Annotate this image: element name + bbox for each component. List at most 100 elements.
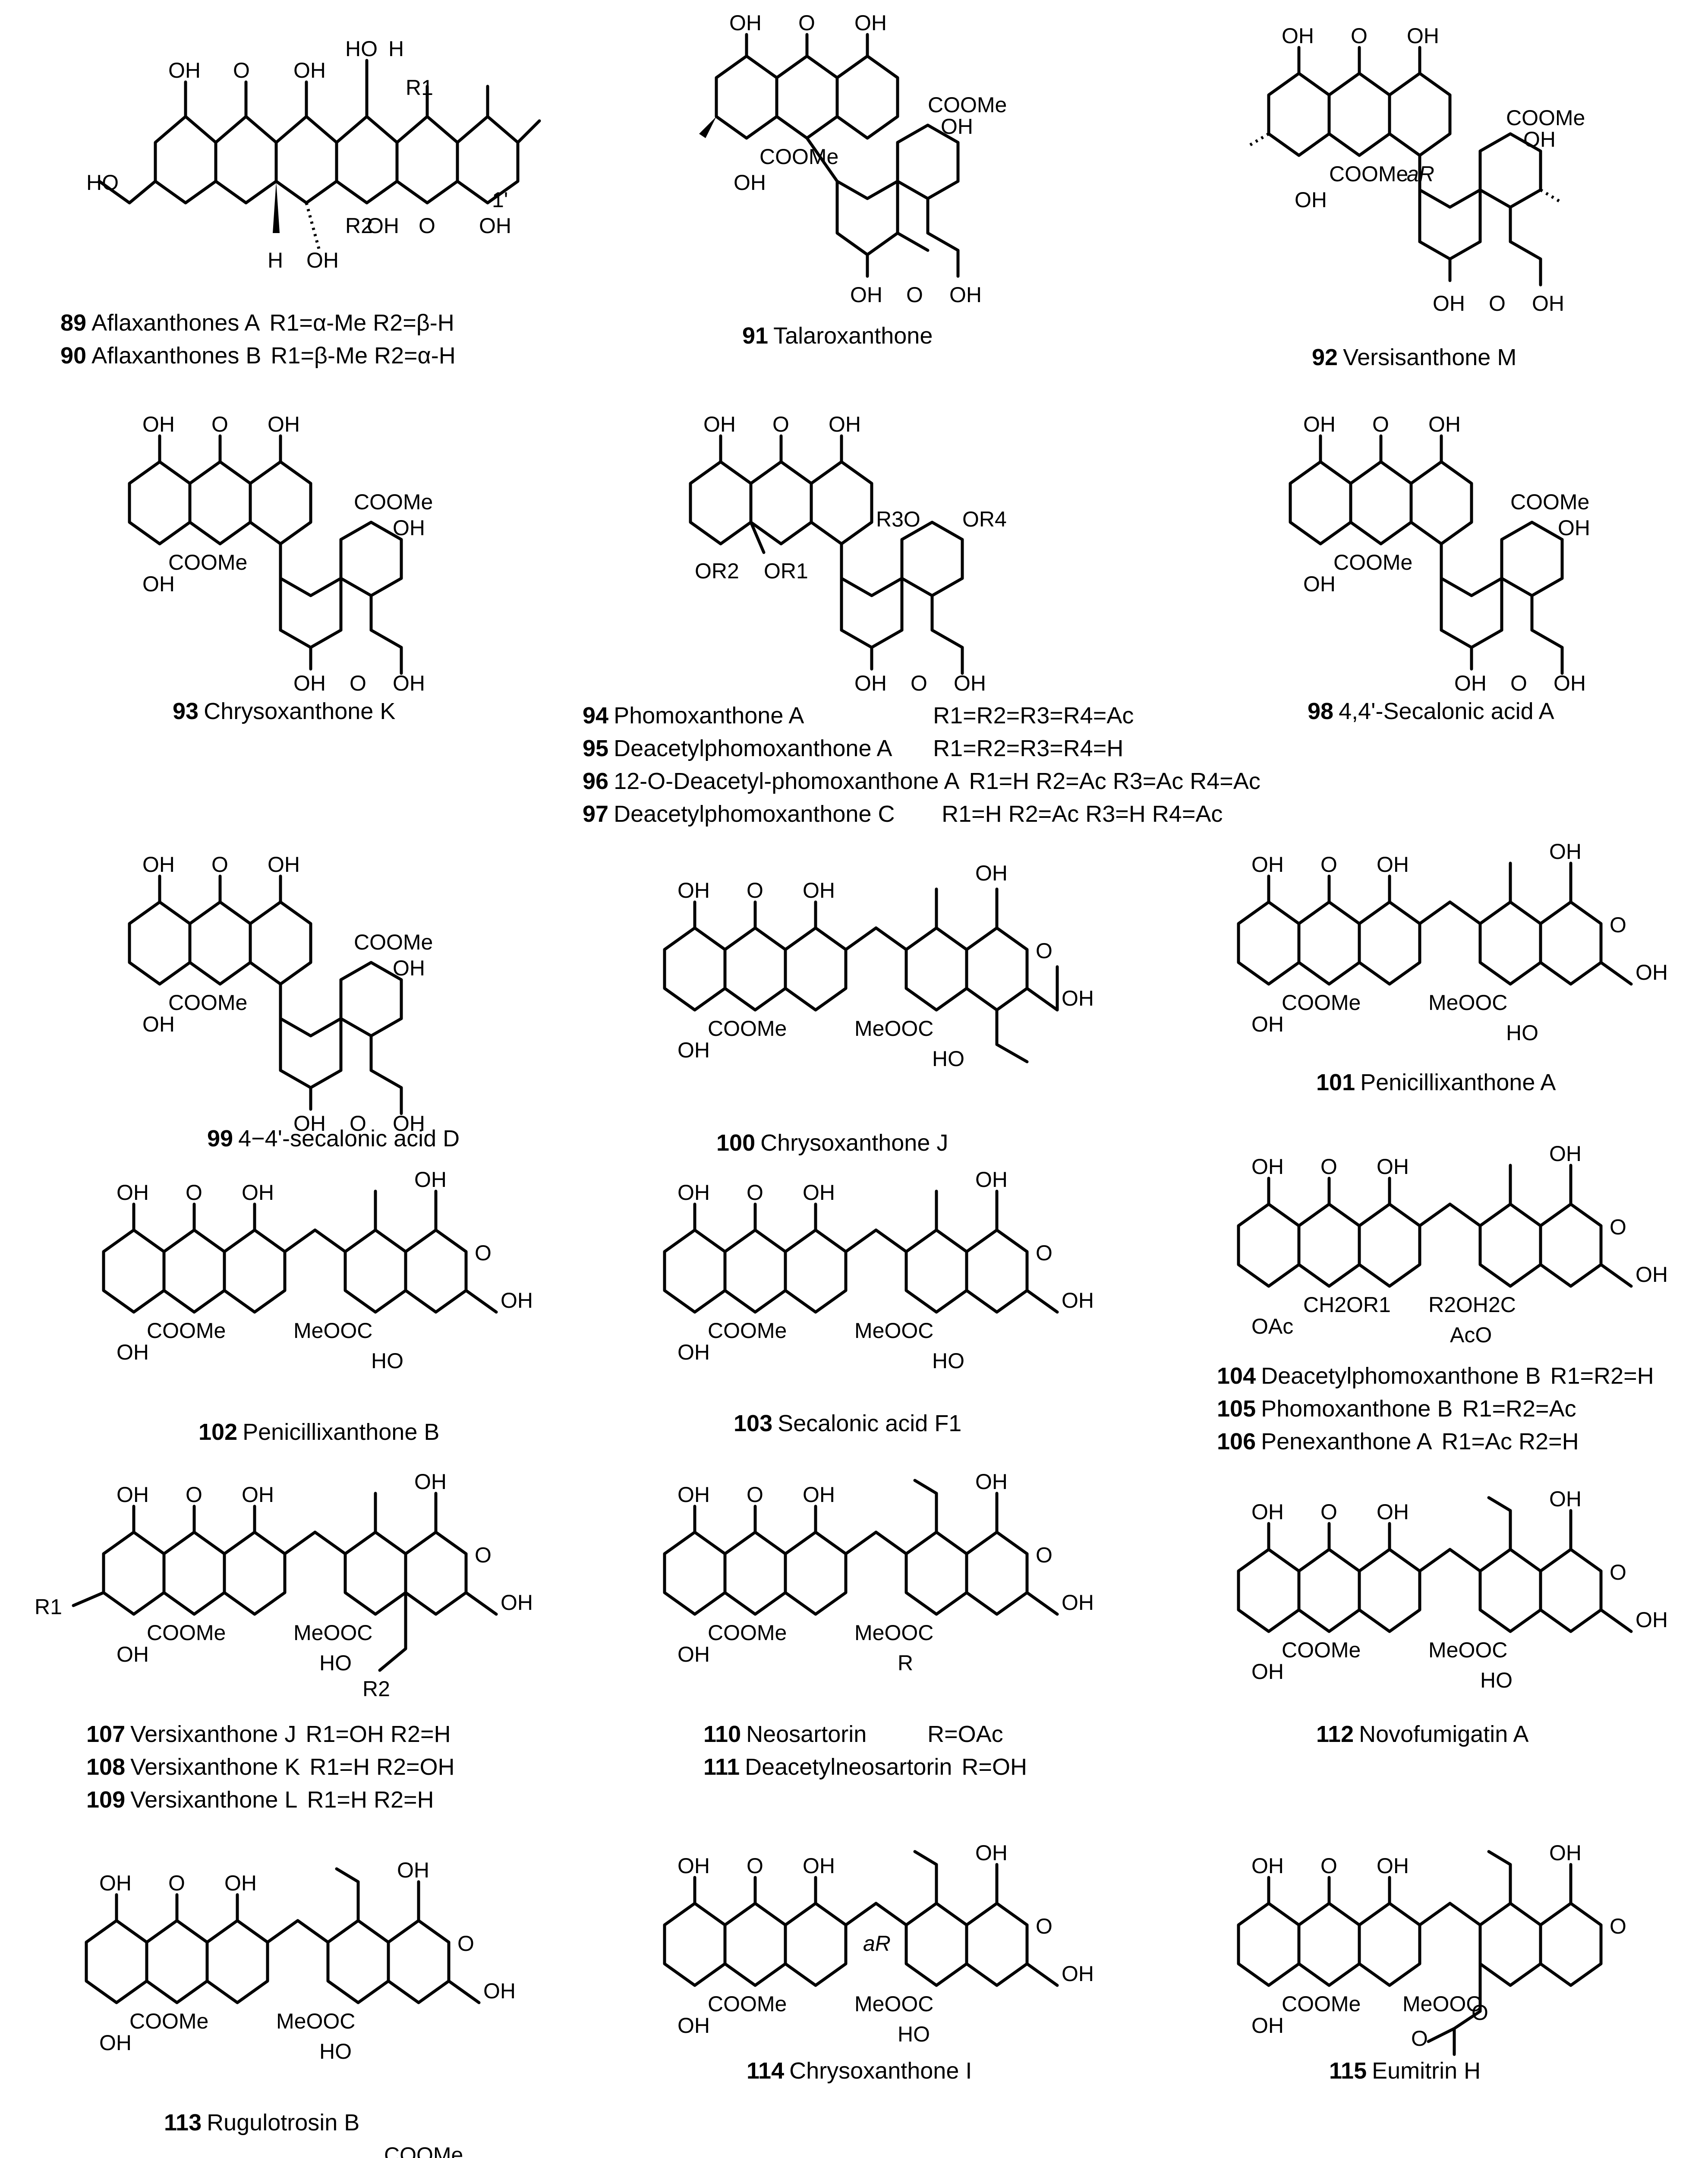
atom-label-meooc: MeOOC [854,1016,933,1041]
atom-label-o: O [233,58,250,82]
atom-label-oh: OH [393,671,425,695]
atom-label-oh: OH [678,1854,710,1878]
atom-label-oh: OH [393,956,425,980]
atom-label-o: O [1320,852,1337,877]
atom-label-o: O [1489,291,1506,315]
atom-label-oh: OH [1251,852,1284,877]
atom-label-oh: OH [483,1979,516,2003]
atom-label-o: O [772,412,789,436]
atom-label-o: O [419,214,435,238]
atom-label-oh: OH [168,58,201,82]
atom-label-meooc: MeOOC [276,2009,355,2033]
atom-label-oh: OH [1251,2013,1284,2038]
chemical-structure-113: OH O OH OH O OH COOMe OH MeOOC HO [26,1856,587,2115]
atom-label-o: O [1036,939,1053,963]
atom-label-r3o: R3O [876,507,920,531]
atom-label-o: O [168,1871,185,1895]
atom-label-oac: OAc [1251,1314,1293,1338]
atom-label-oh: OH [975,1841,1008,1865]
chemical-structure-103: OH O OH OH O OH COOMe OH MeOOC HO [604,1165,1165,1424]
atom-label-coome: COOMe [147,1621,226,1645]
atom-label-aco: AcO [1450,1323,1492,1347]
atom-label-ar: aR [1407,162,1434,186]
atom-label-ar: aR [863,1931,891,1956]
atom-label-oh: OH [1062,986,1094,1010]
atom-label-oh: OH [224,1871,257,1895]
atom-label-oh: OH [803,1483,835,1507]
atom-label-oh: OH [501,1590,533,1615]
atom-label-oh: OH [678,1038,710,1062]
atom-label-oh: OH [678,1483,710,1507]
atom-label-oh: OH [678,1180,710,1205]
atom-label-oh: OH [367,214,399,238]
atom-label-oh: OH [678,1642,710,1666]
atom-label-coome: COOMe [384,2143,463,2158]
atom-label-ho: HO [1480,1668,1513,1692]
atom-label-ho: HO [86,170,119,195]
atom-label-meooc: MeOOC [1428,1638,1507,1662]
atom-label-ho: HO [932,1047,964,1071]
atom-label-1prime: 1' [492,188,508,212]
atom-label-o: O [475,1543,492,1567]
atom-label-coome: COOMe [1506,106,1585,130]
atom-label-oh: OH [803,878,835,902]
atom-label-o: O [747,878,763,902]
atom-label-oh: OH [117,1483,149,1507]
atom-label-oh: OH [142,572,175,596]
atom-label-coome: COOMe [1282,1638,1361,1662]
atom-label-oh: OH [1549,1487,1582,1511]
atom-label-coome: COOMe [1282,991,1361,1015]
atom-label-r2: R2 [362,1677,390,1701]
chemical-structure-98: OH O OH COOMe OH COOMe OH OH O OH [1230,397,1705,695]
atom-label-o: O [1351,24,1368,48]
atom-label-o: O [1411,2026,1428,2051]
chemical-structure-110-111: OH O OH OH O OH COOMe OH MeOOC R [604,1467,1165,1726]
atom-label-oh: OH [1251,1854,1284,1878]
atom-label-o: O [747,1483,763,1507]
atom-label-meooc: MeOOC [854,1319,933,1343]
atom-label-oh: OH [1636,1262,1668,1287]
atom-label-r2oh2c: R2OH2C [1428,1293,1516,1317]
atom-label-oh: OH [734,170,766,195]
atom-label-oh: OH [1251,1155,1284,1179]
atom-label-o: O [1320,1155,1337,1179]
atom-label-coome: COOMe [354,490,433,514]
atom-label-coome: COOMe [759,145,838,169]
atom-label-oh: OH [1377,1500,1409,1524]
atom-label-o: O [186,1180,202,1205]
chemical-structure-94-97: OH O OH OR2 OR1 R3O OR4 OH O OH [583,397,1187,695]
atom-label-o: O [211,852,228,877]
atom-label-oh: OH [678,878,710,902]
atom-label-coome: COOMe [708,1992,787,2016]
atom-label-oh: OH [1636,1608,1668,1632]
atom-label-oh: OH [117,1340,149,1364]
compound-panel-89-90: HO OH O OH HO H R1 R2 OH O OH 1' H OH 89… [26,9,544,388]
atom-label-o: O [350,1111,366,1136]
atom-label-coome: COOMe [168,550,247,574]
atom-label-oh: OH [678,1340,710,1364]
atom-label-oh: OH [1407,24,1439,48]
